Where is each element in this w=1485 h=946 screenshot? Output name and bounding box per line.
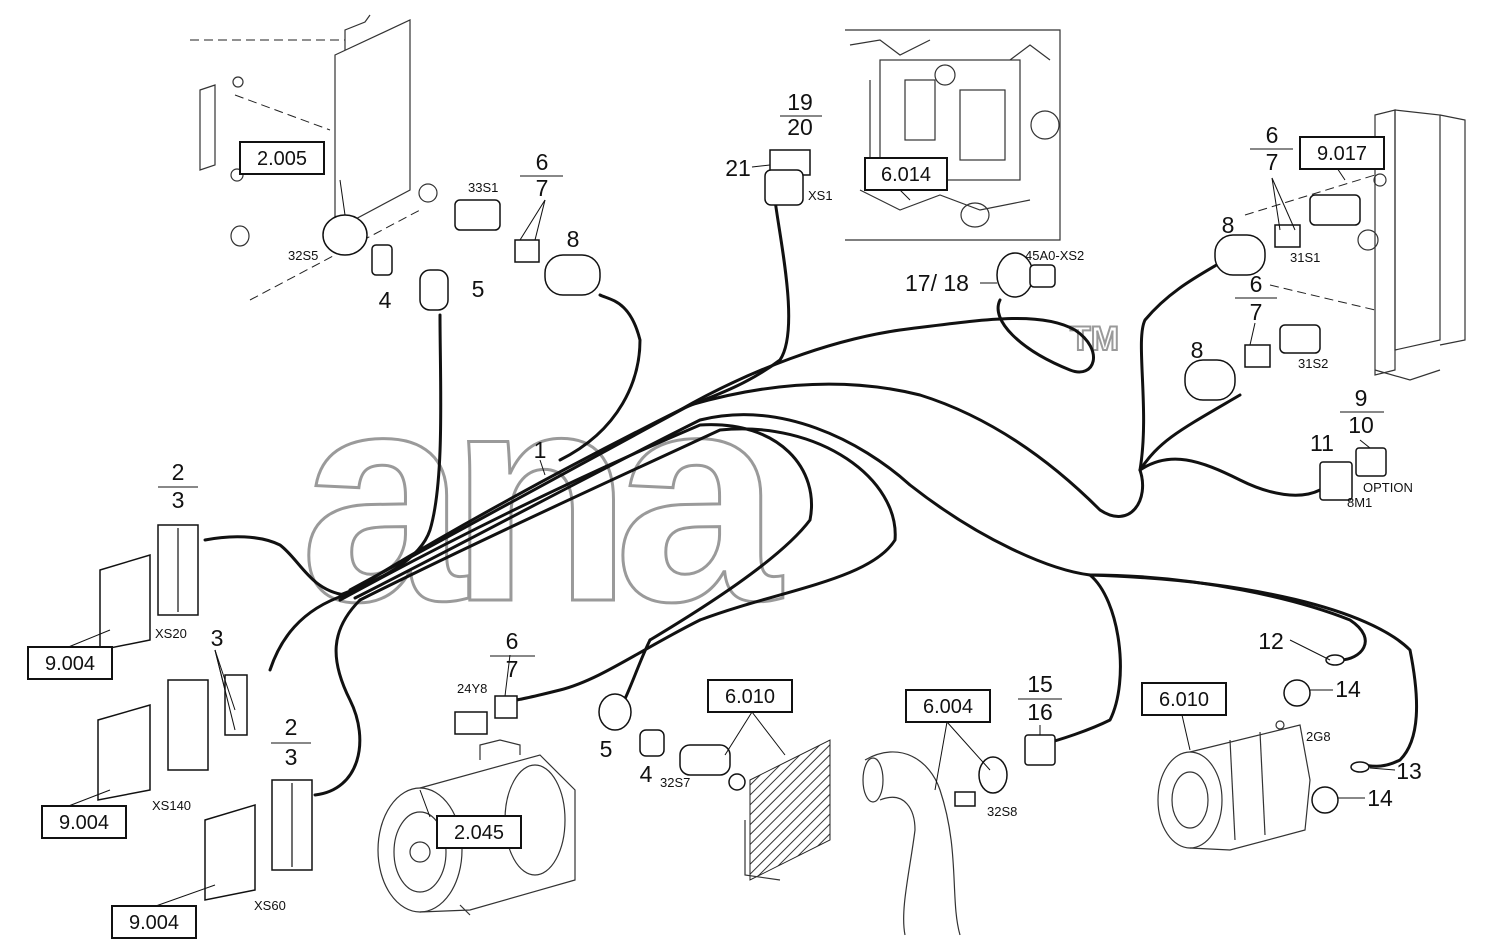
callout-10: 10: [1348, 412, 1374, 438]
callout-17-18: 17/ 18: [905, 270, 969, 296]
code-31s2: 31S2: [1298, 356, 1328, 371]
code-8m1: 8M1: [1347, 495, 1372, 510]
callout-19: 19: [787, 89, 813, 115]
callout-7-31s1: 7: [1266, 149, 1279, 175]
callout-5-top: 5: [472, 276, 485, 302]
callout-3-xs60: 3: [285, 744, 298, 770]
connector-xs1: [764, 149, 811, 206]
callout-16: 16: [1027, 699, 1053, 725]
code-32s7: 32S7: [660, 775, 690, 790]
compressor-sketch: [377, 739, 576, 916]
callout-12: 12: [1258, 628, 1284, 654]
callout-4-top: 4: [379, 287, 392, 313]
engine-block-sketch: [845, 29, 1061, 241]
reference-box-9004-a: 9.004: [27, 646, 113, 680]
code-2g8: 2G8: [1306, 729, 1331, 744]
callout-7-24y8: 7: [506, 656, 519, 682]
ref-9004-c-text: 9.004: [129, 912, 179, 934]
ref-6010-b-text: 6.010: [1159, 689, 1209, 711]
code-31s1: 31S1: [1290, 250, 1320, 265]
callout-numbers: 1 2 3 3 2 3 4 5 6 7 8 19 20 21 17/ 18 6 …: [158, 89, 1422, 811]
callout-2-xs20: 2: [172, 459, 185, 485]
coolant-hose-sketch: [862, 751, 961, 936]
watermark: ana TM: [299, 319, 1121, 666]
reference-box-2045: 2.045: [436, 815, 522, 849]
leader-lines: [65, 164, 1371, 908]
code-option: OPTION: [1363, 480, 1413, 495]
connector-xs140: [97, 674, 248, 801]
reference-box-6010-b: 6.010: [1141, 682, 1227, 716]
connector-xs20: [99, 524, 199, 651]
reference-box-2005: 2.005: [239, 141, 325, 175]
sensor-32s8: [954, 756, 1008, 807]
ref-6004-text: 6.004: [923, 696, 973, 718]
callout-3-xs20: 3: [172, 487, 185, 513]
connector-24y8: [454, 695, 518, 735]
code-xs140: XS140: [152, 798, 191, 813]
main-harness: [203, 198, 1418, 797]
reference-box-6004: 6.004: [905, 689, 991, 723]
ref-2045-text: 2.045: [454, 822, 504, 844]
callout-6-24y8: 6: [506, 628, 519, 654]
callout-4-bottom: 4: [640, 761, 653, 787]
switch-31s1: [1214, 194, 1361, 276]
code-xs1: XS1: [808, 188, 833, 203]
switch-33s1: [454, 199, 601, 296]
callout-14-top: 14: [1335, 676, 1361, 702]
ref-2005-text: 2.005: [257, 148, 307, 170]
frame-bracket-right-sketch: [1244, 109, 1466, 381]
alternator-sketch: [1157, 720, 1311, 851]
connector-15-16: [1024, 734, 1056, 766]
callout-6-31s2: 6: [1250, 271, 1263, 297]
callout-15: 15: [1027, 671, 1053, 697]
code-45a0-xs2: 45A0-XS2: [1025, 248, 1084, 263]
callout-7-31s2: 7: [1250, 299, 1263, 325]
trademark-mark: TM: [1070, 320, 1119, 358]
ref-6010-a-text: 6.010: [725, 686, 775, 708]
ref-9004-a-text: 9.004: [45, 653, 95, 675]
ref-9017-text: 9.017: [1317, 143, 1367, 165]
reference-box-6010-a: 6.010: [707, 679, 793, 713]
callout-9: 9: [1355, 385, 1368, 411]
callout-13: 13: [1396, 758, 1422, 784]
code-33s1: 33S1: [468, 180, 498, 195]
ref-6014-text: 6.014: [881, 164, 931, 186]
switch-31s2: [1184, 324, 1321, 401]
ref-9004-b-text: 9.004: [59, 812, 109, 834]
reference-box-6014: 6.014: [864, 157, 948, 191]
callout-11: 11: [1310, 430, 1334, 456]
code-xs20: XS20: [155, 626, 187, 641]
callout-6-31s1: 6: [1266, 122, 1279, 148]
callout-7-top: 7: [536, 175, 549, 201]
callout-2-xs60: 2: [285, 714, 298, 740]
sensor-32s5: [322, 214, 449, 311]
callout-3-xs140: 3: [211, 625, 224, 651]
callout-1: 1: [534, 437, 547, 463]
reference-box-9004-c: 9.004: [111, 905, 197, 939]
reference-box-9004-b: 9.004: [41, 805, 127, 839]
callout-8-top: 8: [567, 226, 580, 252]
callout-8-31s1: 8: [1222, 212, 1235, 238]
connector-45a0-xs2: [996, 252, 1056, 298]
reference-box-9017: 9.017: [1299, 136, 1385, 170]
code-xs60: XS60: [254, 898, 286, 913]
callout-21: 21: [725, 155, 751, 181]
component-codes: 32S5 33S1 XS1 45A0-XS2 31S1 31S2 OPTION …: [152, 180, 1413, 913]
code-32s8: 32S8: [987, 804, 1017, 819]
radiator-sketch: [744, 739, 831, 881]
callout-14-bottom: 14: [1367, 785, 1393, 811]
connector-xs60: [204, 779, 313, 901]
connector-8m1: [1319, 447, 1387, 501]
code-24y8: 24Y8: [457, 681, 487, 696]
terminals: [1283, 654, 1370, 814]
code-32s5: 32S5: [288, 248, 318, 263]
sensor-32s7: [598, 693, 746, 791]
callout-6-top: 6: [536, 149, 549, 175]
callout-20: 20: [787, 114, 813, 140]
callout-8-31s2: 8: [1191, 337, 1204, 363]
callout-5-bottom: 5: [600, 736, 613, 762]
